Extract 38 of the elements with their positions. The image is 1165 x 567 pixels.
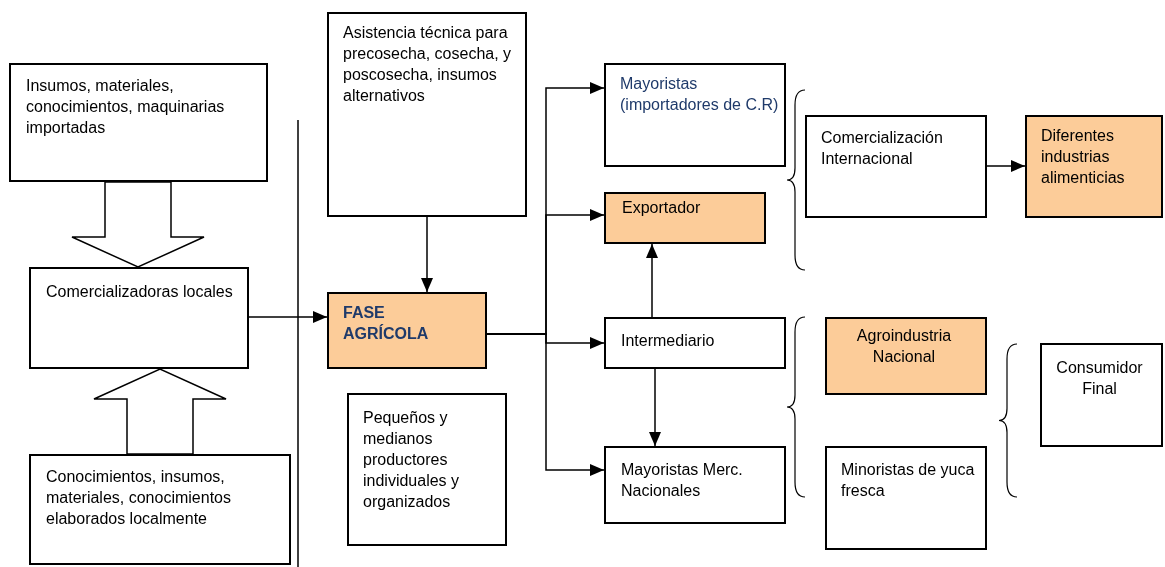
box-text: Intermediario [621,331,716,351]
box-text: Pequeños y medianos productores individuales y organizados [363,408,461,513]
box-text: Conocimientos, insumos, materiales, conocimientos elaborados localmente [46,467,232,530]
process-box [1040,343,1163,447]
block-arrow [93,368,227,455]
arrow [986,160,1026,172]
box-text: Exportador [622,198,702,218]
arrow [649,368,661,447]
box-text: Mayoristas (importadores de C.R) [620,74,780,116]
box-text: Minoristas de yuca fresca [841,460,976,502]
highlighted-box [327,292,487,369]
arrow [248,311,328,323]
box-text: Comercializadoras locales [46,282,234,302]
process-box [327,12,527,217]
process-box [604,63,786,167]
highlighted-box [1025,115,1163,218]
block-arrow [71,181,205,268]
arrow [486,333,605,476]
process-box [29,454,291,565]
box-text: FASE AGRÍCOLA [343,303,430,345]
arrow [421,216,433,293]
box-text: Comercialización Internacional [821,128,944,170]
highlighted-box [604,192,766,244]
highlighted-box [825,317,987,395]
process-box [805,115,987,218]
process-box [29,267,249,369]
box-text: Consumidor Final [1055,358,1144,400]
process-box [604,446,786,524]
box-text: Insumos, materiales, conocimientos, maquinarias importadas [26,76,226,139]
process-box [347,393,507,546]
box-text: Agroindustria Nacional [855,326,953,368]
box-text: Asistencia técnica para precosecha, cosecha, y poscosecha, insumos alternativos [343,23,513,107]
box-text: Mayoristas Merc. Nacionales [621,460,744,502]
box-text: Diferentes industrias alimenticias [1041,126,1126,189]
process-box [825,446,987,550]
process-box [9,63,268,182]
process-box [604,317,786,369]
arrow [646,243,658,318]
